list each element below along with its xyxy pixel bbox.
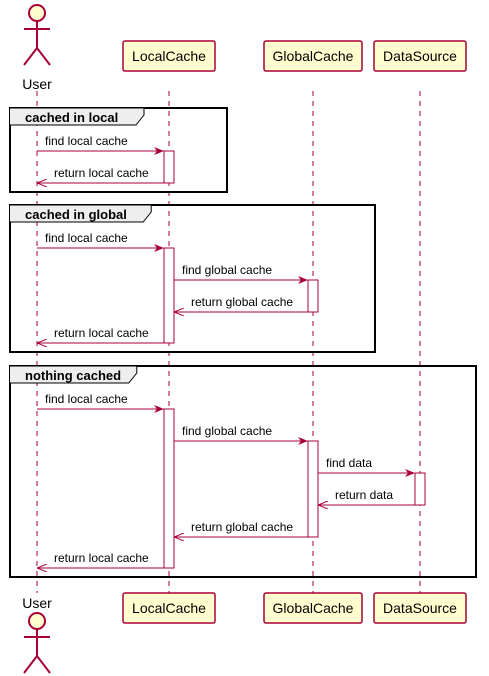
activation-bar-local — [163, 247, 175, 344]
actor-user-figure — [23, 612, 51, 674]
participant-label-user: User — [22, 595, 52, 611]
group-frame — [9, 204, 376, 353]
actor-user-figure — [23, 4, 51, 66]
participant-label-source: DataSource — [383, 600, 457, 616]
activation-bar-global — [307, 279, 319, 313]
participant-box-local — [122, 40, 216, 72]
participant-label-local: LocalCache — [132, 600, 206, 616]
activation-bar-local — [163, 150, 175, 184]
message-label: return global cache — [191, 295, 293, 309]
message-label: return local cache — [54, 326, 149, 340]
message-label: find global cache — [182, 263, 272, 277]
group-label-tab — [10, 365, 138, 384]
actor-leg-left — [23, 47, 38, 66]
message-label: find data — [326, 456, 372, 470]
group-label: cached in global — [25, 207, 127, 222]
participant-box-local — [122, 592, 216, 624]
group-label-tab — [10, 204, 152, 223]
participant-label-user: User — [22, 76, 52, 92]
participant-label-global: GlobalCache — [273, 48, 354, 64]
message-label: find global cache — [182, 424, 272, 438]
activation-bar-local — [163, 408, 175, 569]
activation-bar-global — [307, 440, 319, 538]
actor-head — [28, 612, 46, 630]
actor-leg-left — [23, 655, 38, 674]
participant-box-global — [263, 592, 363, 624]
participant-label-local: LocalCache — [132, 48, 206, 64]
message-label: return global cache — [191, 520, 293, 534]
participant-box-source — [373, 592, 467, 624]
participant-box-source — [373, 40, 467, 72]
group-label-tab — [10, 107, 145, 126]
message-label: return data — [335, 488, 393, 502]
message-label: find local cache — [45, 231, 128, 245]
participant-label-source: DataSource — [383, 48, 457, 64]
participant-box-global — [263, 40, 363, 72]
message-label: find local cache — [45, 392, 128, 406]
group-frame — [9, 365, 477, 578]
message-label: find local cache — [45, 134, 128, 148]
actor-head — [28, 4, 46, 22]
message-label: return local cache — [54, 166, 149, 180]
group-label: cached in local — [25, 110, 118, 125]
participant-label-global: GlobalCache — [273, 600, 354, 616]
group-label: nothing cached — [25, 368, 121, 383]
actor-leg-right — [36, 655, 51, 674]
actor-leg-right — [36, 47, 51, 66]
activation-bar-source — [414, 472, 426, 506]
message-label: return local cache — [54, 551, 149, 565]
